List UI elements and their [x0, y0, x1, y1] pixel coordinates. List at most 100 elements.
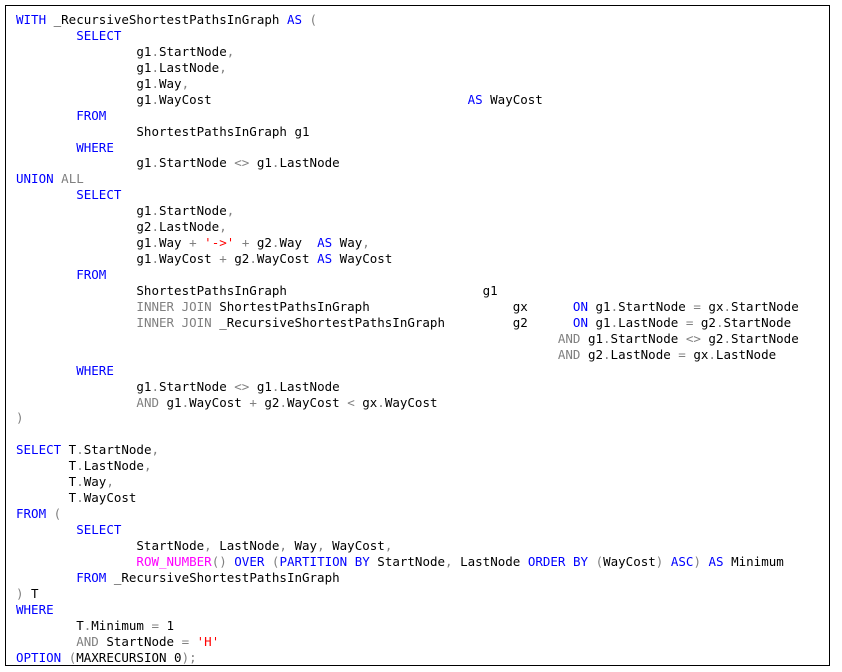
code-token-op: INNER JOIN — [136, 314, 212, 330]
code-token-plain: WayCost — [482, 91, 543, 107]
code-line: ShortestPathsInGraph g1 — [16, 124, 799, 140]
code-token-plain: LastNode — [618, 314, 686, 330]
code-token-plain: g2 — [580, 346, 604, 362]
code-token-kw: ORDER BY — [527, 553, 589, 569]
code-token-plain — [16, 140, 76, 155]
code-line: SELECT — [16, 187, 799, 203]
code-token-op: , — [106, 474, 114, 490]
code-token-plain: _RecursiveShortestPathsInGraph — [106, 569, 340, 585]
code-token-plain — [16, 315, 136, 330]
code-token-plain: T — [16, 474, 77, 490]
code-token-plain: LastNode — [83, 458, 144, 474]
code-token-plain — [61, 650, 69, 665]
code-token-plain: StartNode — [731, 298, 799, 314]
code-token-op: . — [723, 298, 731, 314]
code-token-op: . — [603, 330, 611, 346]
code-token-op: INNER JOIN — [136, 298, 212, 314]
code-token-op: . — [723, 330, 731, 346]
code-line — [16, 426, 799, 442]
code-token-plain: Way — [83, 474, 107, 490]
code-token-kw: ON — [572, 298, 588, 314]
code-token-plain: Minimum — [91, 617, 152, 633]
code-token-op: ALL — [61, 171, 84, 187]
code-token-plain: Way — [332, 235, 363, 251]
code-token-kw: OVER — [234, 553, 265, 569]
code-line: T.LastNode, — [16, 458, 799, 474]
code-token-plain: Way — [159, 235, 190, 251]
code-line: g1.StartNode <> g1.LastNode — [16, 155, 799, 171]
code-token-plain: T — [61, 442, 77, 458]
code-token-plain: StartNode — [610, 330, 686, 346]
code-token-op: ) — [655, 553, 664, 569]
code-line: WHERE — [16, 602, 799, 618]
code-token-op: = — [181, 633, 190, 649]
code-token-plain — [16, 522, 76, 537]
code-line: INNER JOIN _RecursiveShortestPathsInGrap… — [16, 315, 799, 331]
code-token-op: + — [249, 394, 257, 410]
code-token-op: = — [678, 346, 686, 362]
code-token-op: , — [143, 458, 152, 474]
code-token-plain — [663, 554, 671, 569]
code-token-plain: g1 — [16, 155, 152, 171]
code-line: UNION ALL — [16, 171, 799, 187]
code-line: FROM — [16, 108, 799, 124]
code-token-plain: LastNode — [159, 59, 220, 75]
code-token-kw: SELECT — [76, 187, 122, 203]
code-token-kw: AS — [467, 91, 483, 107]
code-line: T.WayCost — [16, 490, 799, 506]
code-line: FROM ( — [16, 506, 799, 522]
code-token-plain: StartNode — [159, 43, 227, 59]
code-token-op: . — [151, 219, 159, 235]
code-token-op: + — [241, 235, 250, 251]
code-token-op: , — [362, 235, 370, 251]
code-token-kw: WITH — [16, 12, 47, 27]
code-token-str: '->' — [204, 235, 235, 251]
code-token-plain: g1 — [16, 203, 152, 219]
code-line: T.Way, — [16, 474, 799, 490]
code-line: ) T — [16, 586, 799, 602]
code-token-plain: StartNode — [98, 633, 182, 649]
code-token-plain: Minimum — [723, 553, 784, 569]
code-line: ROW_NUMBER() OVER (PARTITION BY StartNod… — [16, 554, 799, 570]
code-token-plain: gx — [354, 394, 378, 410]
code-line: FROM — [16, 267, 799, 283]
code-token-plain: g1 — [249, 378, 272, 394]
code-token-plain: g1 — [16, 91, 152, 107]
code-line: g1.WayCost AS WayCost — [16, 92, 799, 108]
code-token-kw: SELECT — [76, 27, 122, 43]
code-line: WHERE — [16, 140, 799, 156]
code-line: SELECT — [16, 28, 799, 44]
code-token-plain — [16, 187, 76, 202]
code-token-plain: LastNode — [452, 553, 528, 569]
code-token-plain: StartNode — [159, 378, 235, 394]
code-token-plain: MAXRECURSION 0 — [76, 649, 182, 665]
code-token-plain: gx — [700, 298, 724, 314]
code-token-plain — [16, 108, 76, 123]
code-token-plain: ShortestPathsInGraph g1 — [16, 282, 498, 298]
code-token-op: = — [685, 314, 694, 330]
code-token-op: = — [151, 617, 160, 633]
code-token-plain: g1 — [159, 394, 182, 410]
code-token-plain: StartNode — [16, 537, 205, 553]
code-token-plain: StartNode — [159, 155, 235, 171]
code-token-plain: _RecursiveShortestPathsInGraph — [46, 12, 287, 27]
code-token-plain: WayCost — [384, 394, 438, 410]
code-token-op: . — [708, 346, 716, 362]
code-token-op: < — [347, 394, 355, 410]
code-line: T.Minimum = 1 — [16, 618, 799, 634]
code-token-op: . — [151, 91, 159, 107]
code-token-op: , — [181, 75, 190, 91]
sql-code-block[interactable]: WITH _RecursiveShortestPathsInGraph AS (… — [16, 12, 799, 665]
code-token-kw: SELECT — [16, 442, 62, 458]
code-token-plain: WayCost — [159, 251, 220, 267]
code-token-plain: g2 — [256, 394, 280, 410]
code-line: g1.WayCost + g2.WayCost AS WayCost — [16, 251, 799, 267]
code-token-op: , — [204, 537, 212, 553]
code-token-plain: g2 — [16, 219, 152, 235]
code-token-plain — [16, 347, 558, 362]
code-token-op: . — [83, 617, 92, 633]
code-token-kw: WHERE — [76, 139, 114, 155]
code-token-op: , — [219, 59, 227, 75]
code-token-plain — [16, 554, 136, 569]
code-token-plain: WayCost — [286, 394, 348, 410]
